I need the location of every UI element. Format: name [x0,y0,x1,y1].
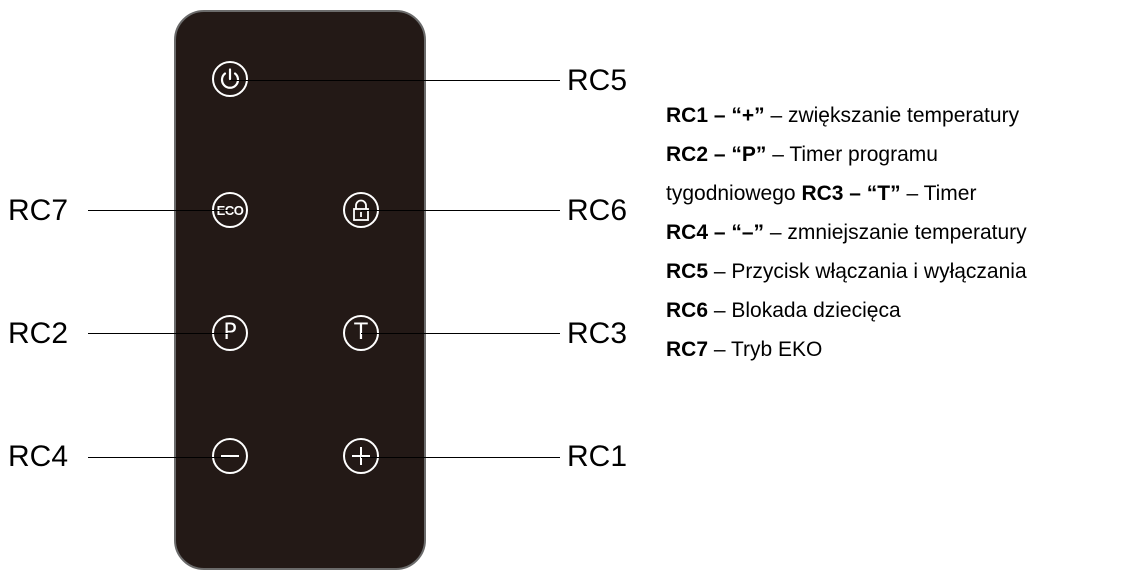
leader-line-rc2 [88,333,230,334]
leader-line-rc3 [361,333,560,334]
legend-text-rc2: – Timer programu [766,143,938,166]
callout-rc2: RC2 [8,317,69,350]
t-label: T [354,320,368,345]
legend-text-rc3: – Timer [900,182,977,205]
legend-code-rc3: RC3 – “T” [801,182,901,205]
legend-row-rc1: RC1 – “+” – zwiększanie temperatury [666,96,1142,135]
p-label: P [223,320,237,345]
legend-row-rc6: RC6 – Blokada dziecięca [666,291,1142,330]
callout-rc6: RC6 [567,194,628,227]
leader-line-rc6 [361,210,560,211]
leader-line-rc7 [88,210,230,211]
legend-row-rc2: RC2 – “P” – Timer programu [666,135,1142,174]
legend-text-rc4: – zmniejszanie temperatury [764,221,1027,244]
legend-text-rc5: – Przycisk włączania i wyłączania [708,260,1027,283]
remote-control [174,10,426,570]
legend-code-rc5: RC5 [666,260,709,283]
plus-icon [352,447,370,465]
padlock-icon [353,199,369,221]
eco-label: ECO [216,202,244,218]
legend-text-rc2-cont: tygodniowego [666,182,802,205]
leader-line-rc5 [230,80,560,81]
legend-code-rc6: RC6 [666,299,709,322]
callout-rc1: RC1 [567,440,628,473]
leader-line-rc4 [88,457,230,458]
legend-code-rc4: RC4 – “–” [666,221,765,244]
minus-button[interactable] [212,438,248,474]
legend: RC1 – “+” – zwiększanie temperatury RC2 … [666,96,1142,369]
callout-rc5: RC5 [567,64,628,97]
legend-code-rc2: RC2 – “P” [666,143,767,166]
callout-rc7: RC7 [8,194,69,227]
legend-text-rc7: – Tryb EKO [708,338,823,361]
callout-rc3: RC3 [567,317,628,350]
legend-row-rc4: RC4 – “–” – zmniejszanie temperatury [666,213,1142,252]
minus-icon [221,455,239,457]
callout-rc4: RC4 [8,440,69,473]
leader-line-rc1 [361,457,560,458]
plus-button[interactable] [343,438,379,474]
legend-row-rc5: RC5 – Przycisk włączania i wyłączania [666,252,1142,291]
legend-text-rc1: – zwiększanie temperatury [764,104,1020,127]
legend-code-rc1: RC1 – “+” [666,104,765,127]
legend-row-rc3: tygodniowego RC3 – “T” – Timer [666,174,1142,213]
legend-text-rc6: – Blokada dziecięca [708,299,901,322]
power-button[interactable] [212,61,248,97]
legend-row-rc7: RC7 – Tryb EKO [666,330,1142,369]
power-icon [220,68,240,89]
legend-code-rc7: RC7 [666,338,709,361]
